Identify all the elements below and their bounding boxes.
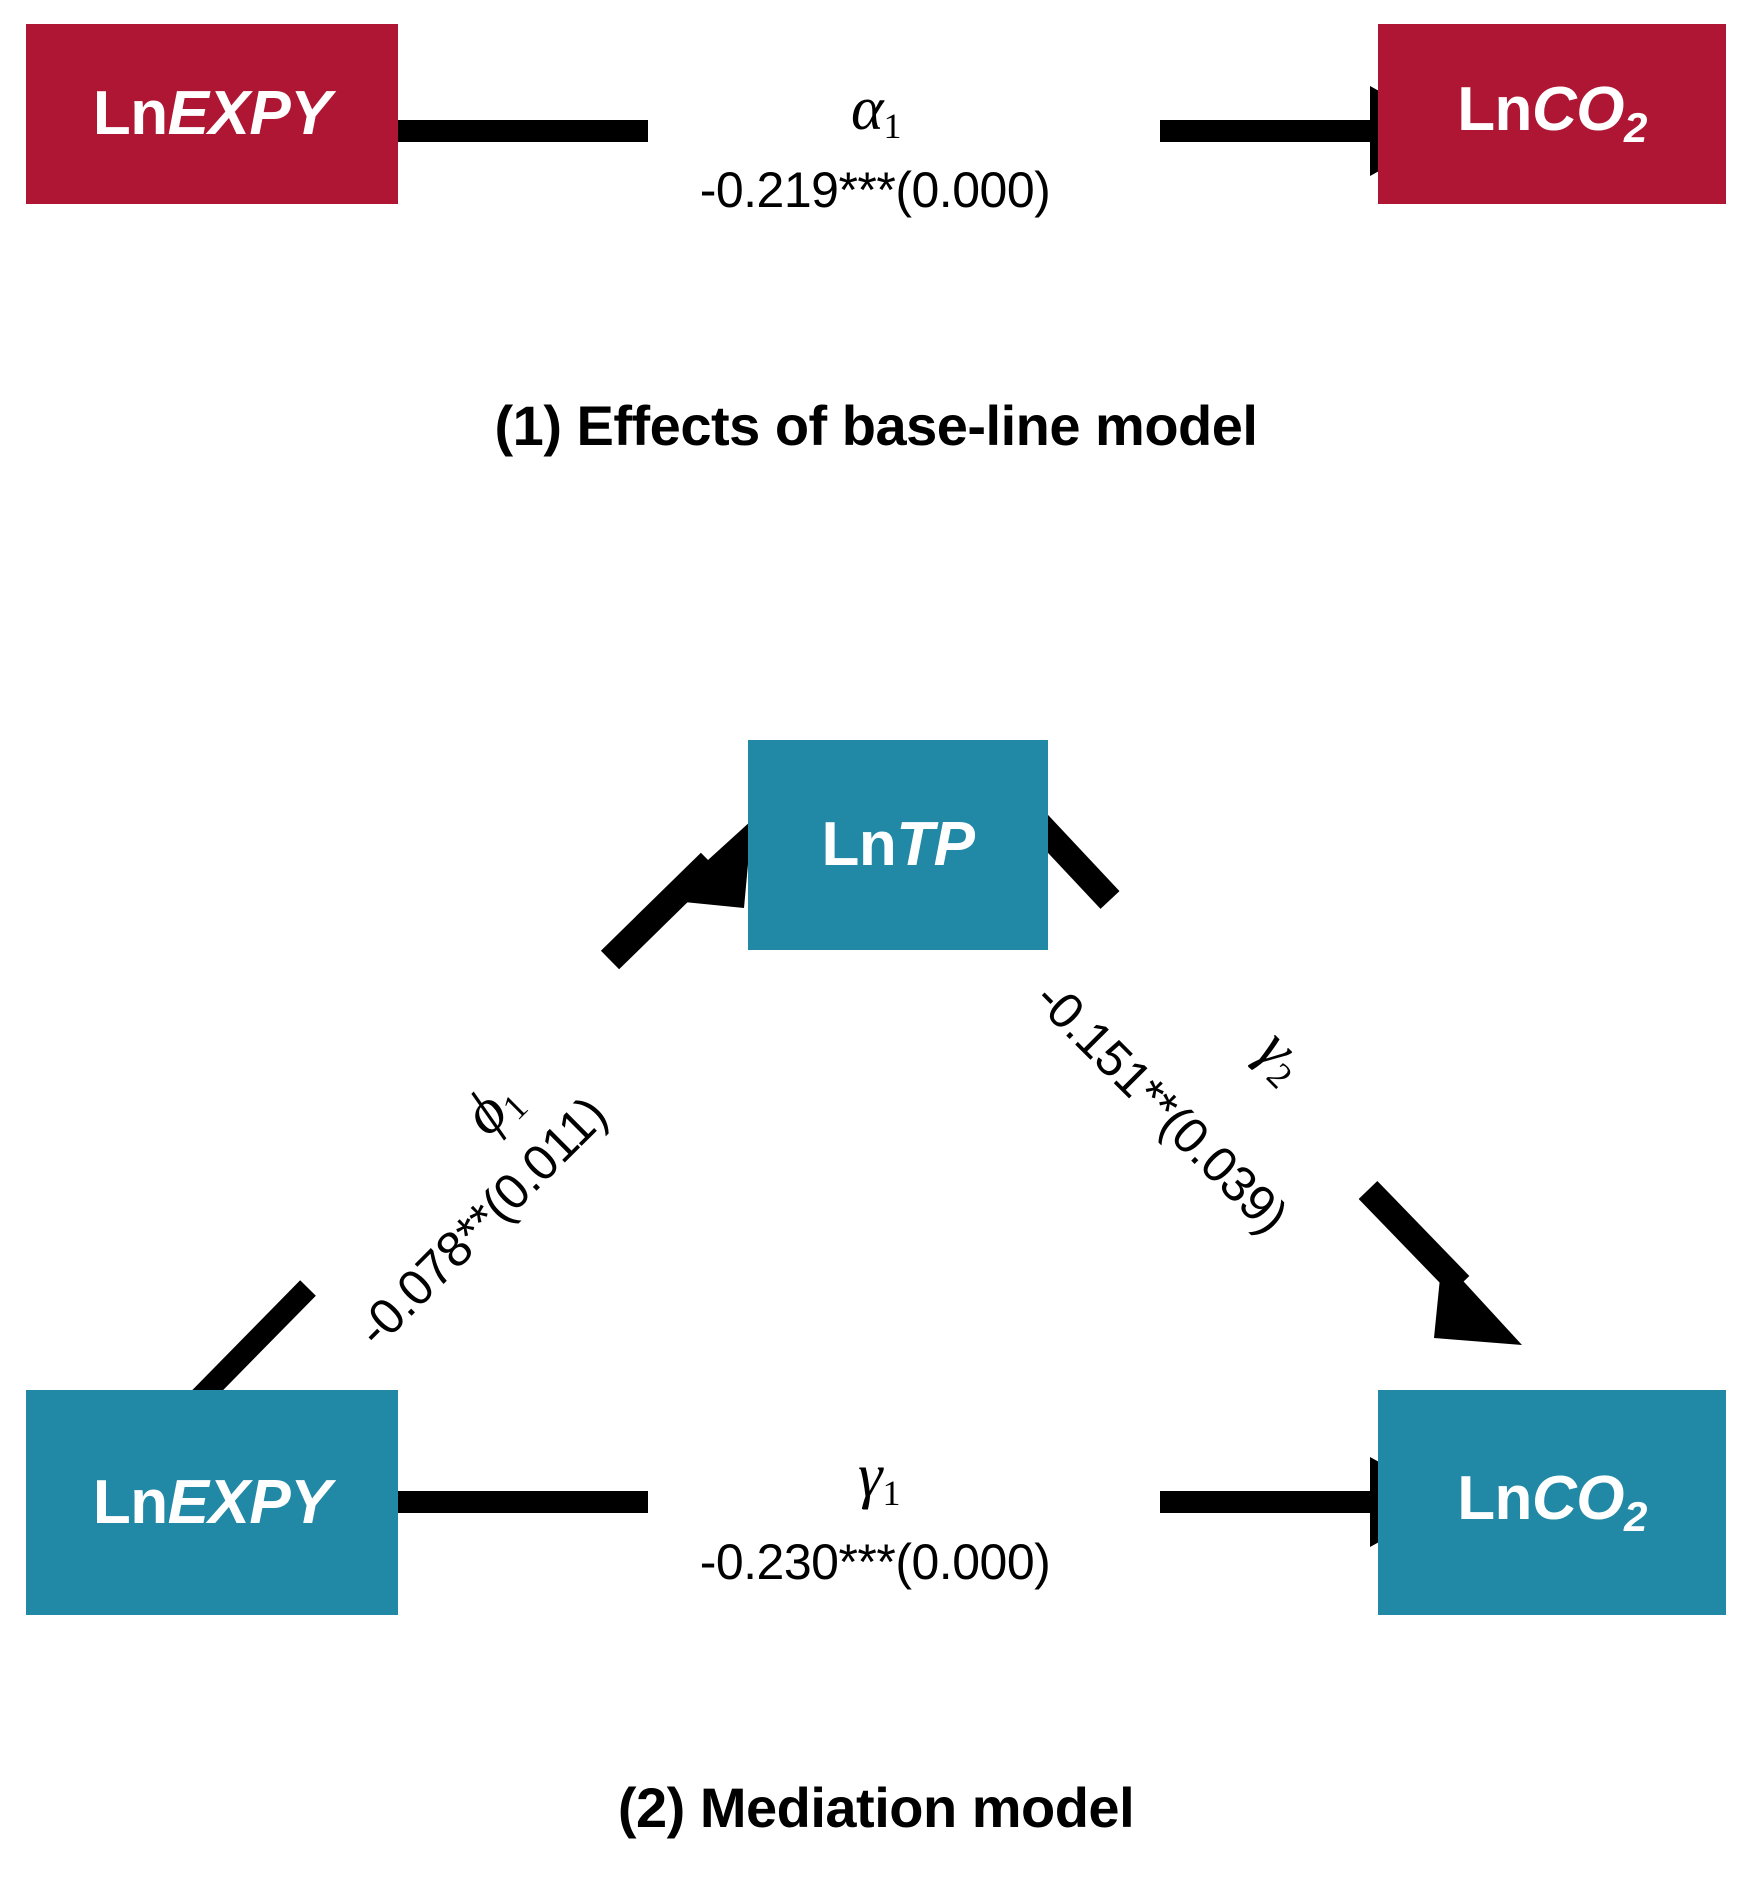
edge-coefficient-gamma2: -0.151**(0.039) <box>1024 969 1299 1244</box>
edge-coefficient-gamma1: -0.230***(0.000) <box>699 1534 1051 1590</box>
arrowhead-phi <box>664 820 752 908</box>
node-lnco2-mediation-label: LnCO2 <box>1457 1463 1647 1540</box>
node-lntp[interactable]: LnTP <box>748 740 1048 950</box>
edge-symbol-phi1: ϕ1 <box>449 1077 536 1148</box>
edge-symbol-alpha1: α1 <box>851 75 902 146</box>
edge-symbol-gamma2: γ2 <box>1244 1015 1310 1097</box>
node-lntp-label: LnTP <box>821 810 975 879</box>
node-lnco2-baseline-label: LnCO2 <box>1457 75 1647 151</box>
edge-line-gamma2-arrow <box>1358 1180 1470 1295</box>
edge-coefficient-alpha1: -0.219***(0.000) <box>699 162 1051 218</box>
node-lnexpy-baseline[interactable]: LnEXPY <box>26 24 398 204</box>
edge-symbol-gamma1: γ1 <box>858 1442 901 1513</box>
edge-line-phi-arrow <box>600 852 720 970</box>
arrowhead-gamma2 <box>1434 1258 1522 1345</box>
edge-line-phi-stub <box>190 1280 316 1408</box>
node-lnco2-mediation[interactable]: LnCO2 <box>1378 1390 1726 1615</box>
panel1-caption: (1) Effects of base-line model <box>494 394 1258 457</box>
node-lnexpy-mediation[interactable]: LnEXPY <box>26 1390 398 1615</box>
node-lnco2-baseline[interactable]: LnCO2 <box>1378 24 1726 204</box>
node-lnexpy-baseline-label: LnEXPY <box>92 79 332 148</box>
panel2-caption: (2) Mediation model <box>617 1776 1135 1839</box>
node-lnexpy-mediation-label: LnEXPY <box>92 1467 332 1537</box>
